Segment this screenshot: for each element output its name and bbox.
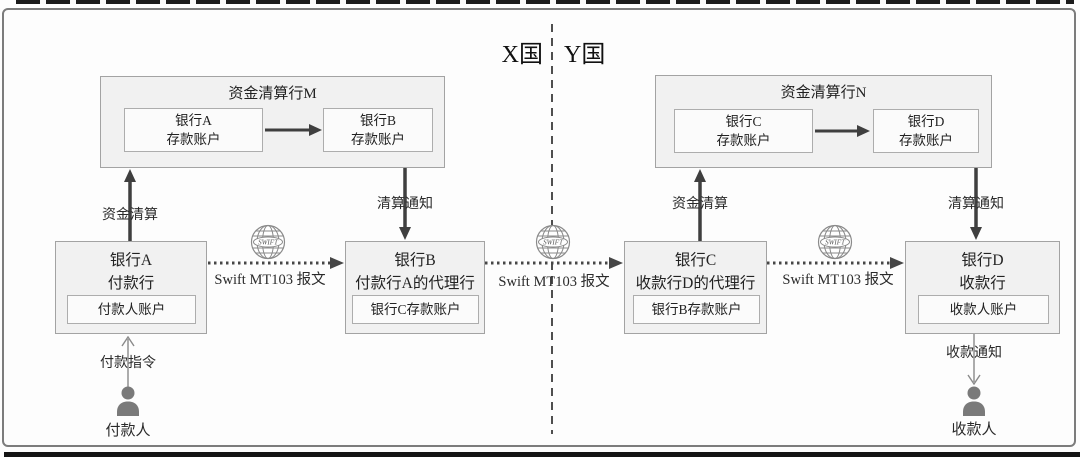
payer-account-box: 付款人账户 [67, 295, 196, 324]
clearing-bank-n-title: 资金清算行N [780, 85, 867, 101]
payer-label: 付款人 [105, 423, 151, 439]
top-edge-bar [16, 0, 1074, 4]
swift-globe-icon-2: SWIFT [535, 224, 571, 260]
bank-c-title: 银行C 收款行D的代理行 [625, 242, 766, 296]
payer-account-label: 付款人账户 [97, 301, 166, 317]
bank-a-name: 银行A [109, 252, 153, 269]
payee-person-icon [963, 386, 985, 416]
bank-c-deposit-account-at-b-label: 银行C存款账户 [370, 301, 461, 317]
bank-b-title: 银行B 付款行A的代理行 [346, 242, 484, 296]
funds-clearing-right-label: 资金清算 [672, 197, 728, 212]
funds-clearing-up-arrow-left [124, 169, 136, 241]
bank-d-role: 收款行 [959, 275, 1006, 293]
bank-d-box: 银行D 收款行 收款人账户 [905, 241, 1060, 334]
swift-logo-text-2: SWIFT [543, 239, 564, 247]
bank-d-deposit-account-box: 银行D 存款账户 [873, 109, 979, 153]
swift-message-label-ab: Swift MT103 报文 [214, 272, 326, 288]
funds-clearing-up-arrow-right [694, 169, 706, 241]
clearing-notice-left-label: 清算通知 [377, 197, 433, 212]
transfer-arrow-c-to-d-icon [815, 125, 870, 137]
payment-instruction-up-arrow [121, 336, 135, 388]
bank-d-name: 银行D [961, 252, 1004, 269]
swift-message-arrow-a-to-b [208, 257, 344, 269]
swift-globe-icon-1: SWIFT [250, 224, 286, 260]
bank-a-deposit-line1: 银行A [175, 112, 212, 128]
bank-b-deposit-account-at-c-box: 银行B存款账户 [633, 295, 760, 324]
clearing-notice-right-label: 清算通知 [948, 197, 1004, 212]
clearing-bank-m-box: 资金清算行M 银行A 存款账户 银行B 存款账户 [100, 76, 445, 168]
country-left-label: X国 [501, 42, 543, 68]
bank-d-deposit-line1: 银行D [907, 113, 945, 129]
swift-logo-text-3: SWIFT [825, 239, 846, 247]
country-right-label: Y国 [564, 42, 606, 68]
diagram-frame [2, 8, 1076, 447]
transfer-arrow-a-to-b-icon [265, 124, 322, 136]
payee-account-box: 收款人账户 [918, 295, 1049, 324]
bank-c-box: 银行C 收款行D的代理行 银行B存款账户 [624, 241, 767, 334]
swift-globe-icon-3: SWIFT [817, 224, 853, 260]
bank-b-deposit-line2: 存款账户 [351, 132, 405, 147]
bank-d-deposit-line2: 存款账户 [899, 133, 953, 148]
clearing-notice-down-arrow-right [970, 168, 982, 240]
payer-person-icon [117, 386, 139, 416]
bank-b-box: 银行B 付款行A的代理行 银行C存款账户 [345, 241, 485, 334]
payee-label: 收款人 [951, 422, 997, 438]
bank-b-deposit-line1: 银行B [359, 112, 396, 128]
swift-message-label-bc: Swift MT103 报文 [498, 274, 610, 290]
payment-instruction-label: 付款指令 [100, 356, 156, 371]
bank-b-role: 付款行A的代理行 [355, 275, 475, 293]
bank-c-deposit-line2: 存款账户 [716, 133, 771, 148]
funds-clearing-left-label: 资金清算 [102, 208, 158, 223]
bank-a-box: 银行A 付款行 付款人账户 [55, 241, 207, 334]
bottom-edge-bar [4, 452, 1080, 457]
bank-c-deposit-line1: 银行C [725, 113, 762, 129]
clearing-notice-down-arrow-left [399, 168, 411, 240]
bank-c-deposit-account-at-b-box: 银行C存款账户 [352, 295, 479, 324]
clearing-bank-m-title: 资金清算行M [228, 86, 317, 102]
bank-a-deposit-line2: 存款账户 [166, 132, 221, 147]
bank-c-role: 收款行D的代理行 [635, 275, 756, 293]
bank-a-deposit-account-box: 银行A 存款账户 [124, 108, 263, 152]
swift-logo-text-1: SWIFT [258, 239, 279, 247]
bank-b-name: 银行B [394, 252, 436, 269]
bank-a-title: 银行A 付款行 [56, 242, 206, 296]
receipt-notice-down-arrow [967, 334, 981, 385]
clearing-bank-n-box: 资金清算行N 银行C 存款账户 银行D 存款账户 [655, 75, 992, 168]
bank-c-name: 银行C [674, 252, 717, 269]
bank-b-deposit-account-at-c-label: 银行B存款账户 [651, 301, 742, 317]
swift-message-arrow-b-to-c [485, 257, 623, 269]
bank-a-role: 付款行 [107, 275, 155, 293]
bank-d-title: 银行D 收款行 [906, 242, 1059, 296]
bank-b-deposit-account-box: 银行B 存款账户 [323, 108, 433, 152]
bank-c-deposit-account-box: 银行C 存款账户 [674, 109, 813, 153]
payee-account-label: 收款人账户 [949, 301, 1018, 317]
swift-message-arrow-c-to-d [767, 257, 904, 269]
swift-message-label-cd: Swift MT103 报文 [782, 272, 894, 288]
